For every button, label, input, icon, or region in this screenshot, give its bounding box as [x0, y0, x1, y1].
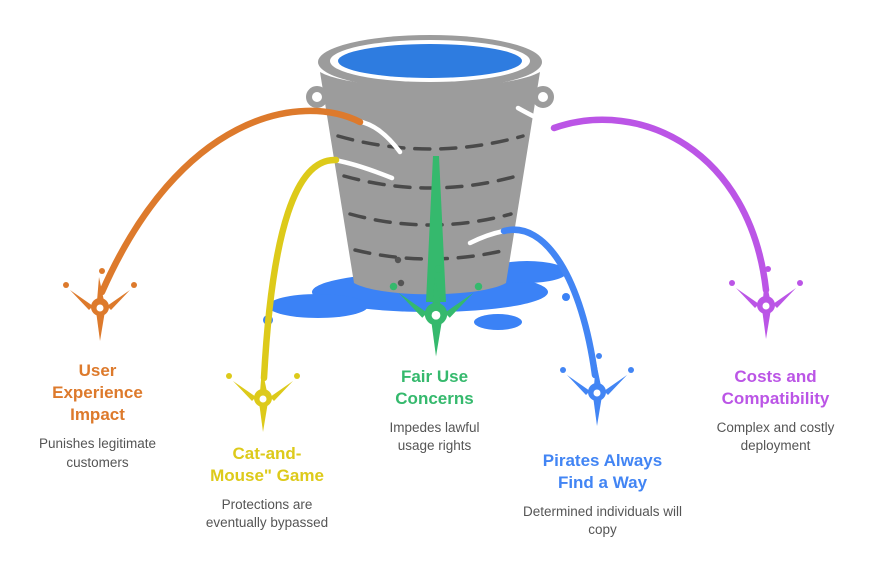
splash-icon-orange [63, 268, 137, 341]
leak-hole [394, 256, 402, 264]
item-desc: Protections are eventually bypassed [205, 497, 329, 531]
leak-hole [397, 279, 405, 287]
label-fair-use-concerns: Fair Use Concerns Impedes lawful usage r… [352, 366, 517, 456]
bucket-handle-left [306, 86, 328, 108]
item-title: Pirates Always Find a Way [542, 451, 663, 493]
label-pirates-always-find-a-way: Pirates Always Find a Way Determined ind… [515, 450, 690, 540]
stream-green-spike [426, 156, 446, 302]
item-title: User Experience Impact [52, 361, 143, 425]
item-title: Cat-and-Mouse" Game [210, 444, 324, 486]
item-desc: Complex and costly deployment [716, 420, 835, 454]
item-title: Costs and Compatibility [721, 367, 830, 409]
label-user-experience-impact: User Experience Impact Punishes legitima… [15, 360, 180, 472]
label-costs-and-compatibility: Costs and Compatibility Complex and cost… [688, 366, 863, 456]
label-cat-and-mouse-game: Cat-and-Mouse" Game Protections are even… [183, 443, 351, 533]
stream-purple [550, 116, 770, 294]
stream-blue [500, 226, 599, 379]
item-desc: Punishes legitimate customers [38, 436, 157, 470]
item-desc: Impedes lawful usage rights [389, 420, 480, 454]
stream-orange [98, 107, 364, 296]
splash-icon-blue [560, 353, 634, 426]
item-desc: Determined individuals will copy [522, 504, 683, 538]
item-title: Fair Use Concerns [395, 367, 474, 409]
stream-yellow [260, 156, 340, 382]
bucket-water [338, 44, 522, 78]
bucket-handle-right [532, 86, 554, 108]
